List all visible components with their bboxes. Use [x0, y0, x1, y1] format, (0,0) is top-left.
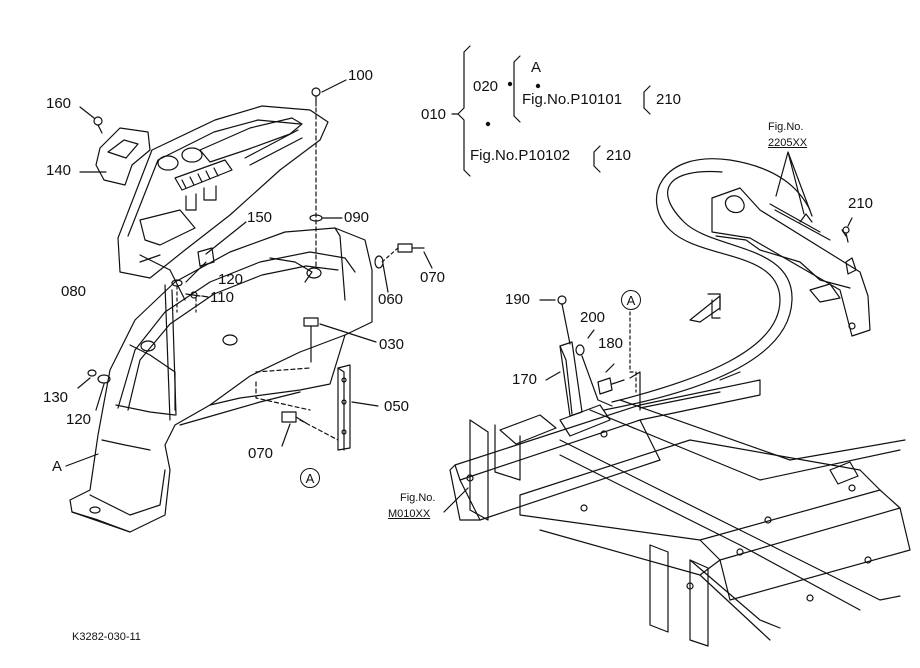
callout-070-upper: 070 [420, 269, 446, 286]
callout-140: 140 [46, 162, 72, 179]
fig-ref-2205-label: Fig.No. [768, 121, 804, 133]
callout-170: 170 [512, 371, 538, 388]
callout-150: 150 [247, 209, 273, 226]
tree-sub-mark-a: A [531, 59, 542, 76]
tree-ref-p10102: Fig.No.P10102 [470, 147, 571, 164]
callout-120-upper: 120 [218, 271, 244, 288]
callout-080: 080 [61, 283, 87, 300]
callout-160: 160 [46, 95, 72, 112]
circled-a-left: A [300, 468, 320, 488]
right-hardware [443, 217, 853, 513]
tree-ref2-210: 210 [606, 147, 632, 164]
fig-ref-2205-number: 2205XX [768, 137, 808, 149]
callout-100: 100 [348, 67, 374, 84]
tree-brackets [451, 45, 651, 177]
tree-child-020: 020 [473, 78, 499, 95]
callout-110: 110 [210, 289, 234, 306]
callout-200: 200 [580, 309, 606, 326]
callout-050: 050 [384, 398, 410, 415]
circled-a-right: A [621, 290, 641, 310]
grip-140 [95, 127, 151, 186]
hood-bracket-2205 [711, 151, 871, 337]
tree-ref-p10101: Fig.No.P10101 [522, 91, 623, 108]
callout-090: 090 [344, 209, 370, 226]
callout-190: 190 [505, 291, 531, 308]
callout-120-lower: 120 [66, 411, 92, 428]
callout-070-lower: 070 [248, 445, 274, 462]
callout-130: 130 [43, 389, 69, 406]
dash-panel-080 [117, 105, 329, 279]
fig-ref-m010-label: Fig.No. [400, 492, 436, 504]
drawing-code: K3282-030-11 [72, 631, 141, 643]
tree-root-010: 010 [421, 106, 447, 123]
callout-180: 180 [598, 335, 624, 352]
mark-a-left: A [52, 458, 63, 475]
left-hardware [65, 79, 433, 467]
callout-210-right: 210 [848, 195, 874, 212]
callout-030: 030 [379, 336, 405, 353]
cable-loop [603, 158, 811, 411]
frame-chassis [449, 293, 911, 647]
cover-body [69, 227, 373, 533]
fig-ref-m010-number: M010XX [388, 508, 431, 520]
tree-ref1-210: 210 [656, 91, 682, 108]
callout-060: 060 [378, 291, 404, 308]
